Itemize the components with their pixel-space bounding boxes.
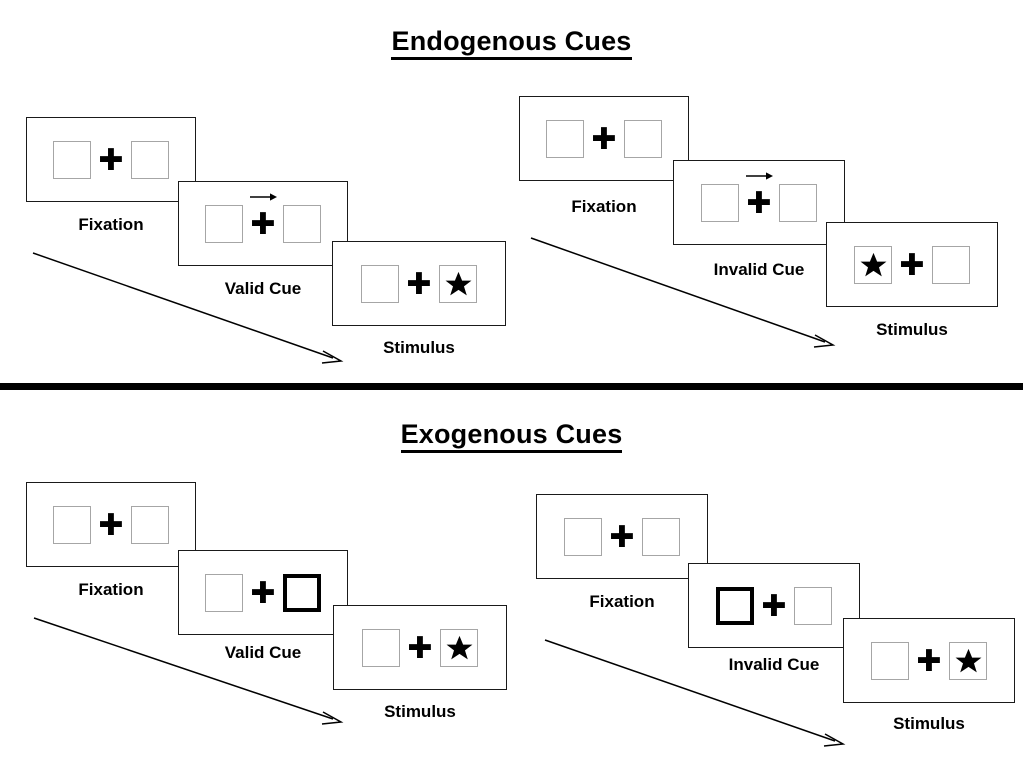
fixation-cross-with-cue: ✚	[739, 171, 779, 218]
arrow-right-cue-icon	[746, 171, 773, 180]
left-box	[205, 573, 243, 612]
exogenous-invalid-cue-frame: ✚	[688, 563, 860, 648]
fixation-cross: ✚	[250, 575, 276, 611]
left-box	[701, 183, 739, 222]
left-box	[546, 119, 584, 158]
right-box	[642, 517, 680, 556]
right-box	[283, 204, 321, 243]
left-box-cued	[716, 586, 754, 625]
endogenous-section-title: Endogenous Cues	[0, 26, 1023, 60]
right-box	[131, 505, 169, 544]
endogenous-invalid-fixation-frame: ✚	[519, 96, 689, 181]
left-box-with-target	[854, 245, 892, 284]
right-box	[794, 586, 832, 625]
fixation-cross: ✚	[407, 630, 433, 666]
left-box	[871, 641, 909, 680]
endogenous-valid-stimulus-caption: Stimulus	[383, 338, 455, 357]
right-box	[131, 140, 169, 179]
exogenous-invalid-stimulus-caption: Stimulus	[893, 714, 965, 733]
fixation-cross-with-cue: ✚	[243, 192, 283, 239]
fixation-cross: ✚	[406, 266, 432, 302]
left-box	[362, 628, 400, 667]
exogenous-invalid-fixation-frame: ✚	[536, 494, 708, 579]
fixation-cross: ✚	[591, 121, 617, 157]
fixation-cross: ✚	[899, 247, 925, 283]
fixation-cross: ✚	[916, 643, 942, 679]
star-icon	[446, 635, 472, 659]
right-box-cued	[283, 573, 321, 612]
right-box-with-target	[440, 628, 478, 667]
endogenous-invalid-stimulus-frame: ✚	[826, 222, 998, 307]
exogenous-invalid-fixation-caption: Fixation	[589, 592, 655, 611]
star-icon	[445, 271, 471, 295]
endogenous-valid-fixation-frame: ✚	[26, 117, 196, 202]
exogenous-valid-stimulus-caption: Stimulus	[384, 702, 456, 721]
exogenous-valid-cue-caption: Valid Cue	[224, 643, 302, 662]
endogenous-invalid-stimulus-caption: Stimulus	[876, 320, 948, 339]
left-box	[205, 204, 243, 243]
endogenous-invalid-cue-caption: Invalid Cue	[713, 260, 805, 279]
left-box	[53, 140, 91, 179]
endogenous-valid-cue-caption: Valid Cue	[224, 279, 302, 298]
arrow-right-cue-icon	[250, 192, 277, 201]
exogenous-section-title: Exogenous Cues	[0, 419, 1023, 453]
endogenous-invalid-fixation-caption: Fixation	[571, 197, 637, 216]
fixation-cross: ✚	[98, 142, 124, 178]
endogenous-valid-stimulus-frame: ✚	[332, 241, 506, 326]
endogenous-valid-cue-frame: ✚	[178, 181, 348, 266]
exogenous-title-text: Exogenous Cues	[400, 419, 623, 453]
right-box	[624, 119, 662, 158]
left-box	[564, 517, 602, 556]
exogenous-invalid-cue-caption: Invalid Cue	[728, 655, 820, 674]
endogenous-invalid-cue-frame: ✚	[673, 160, 845, 245]
left-box	[361, 264, 399, 303]
endogenous-valid-fixation-caption: Fixation	[78, 215, 144, 234]
fixation-cross: ✚	[609, 519, 635, 555]
fixation-cross: ✚	[761, 588, 787, 624]
exogenous-valid-stimulus-frame: ✚	[333, 605, 507, 690]
exogenous-invalid-stimulus-frame: ✚	[843, 618, 1015, 703]
section-divider	[0, 383, 1023, 390]
star-icon	[860, 252, 886, 276]
exogenous-valid-fixation-caption: Fixation	[78, 580, 144, 599]
exogenous-valid-cue-frame: ✚	[178, 550, 348, 635]
right-box	[932, 245, 970, 284]
exogenous-valid-fixation-frame: ✚	[26, 482, 196, 567]
right-box	[779, 183, 817, 222]
endogenous-title-text: Endogenous Cues	[391, 26, 632, 60]
right-box-with-target	[439, 264, 477, 303]
right-box-with-target	[949, 641, 987, 680]
left-box	[53, 505, 91, 544]
star-icon	[955, 648, 981, 672]
fixation-cross: ✚	[98, 507, 124, 543]
